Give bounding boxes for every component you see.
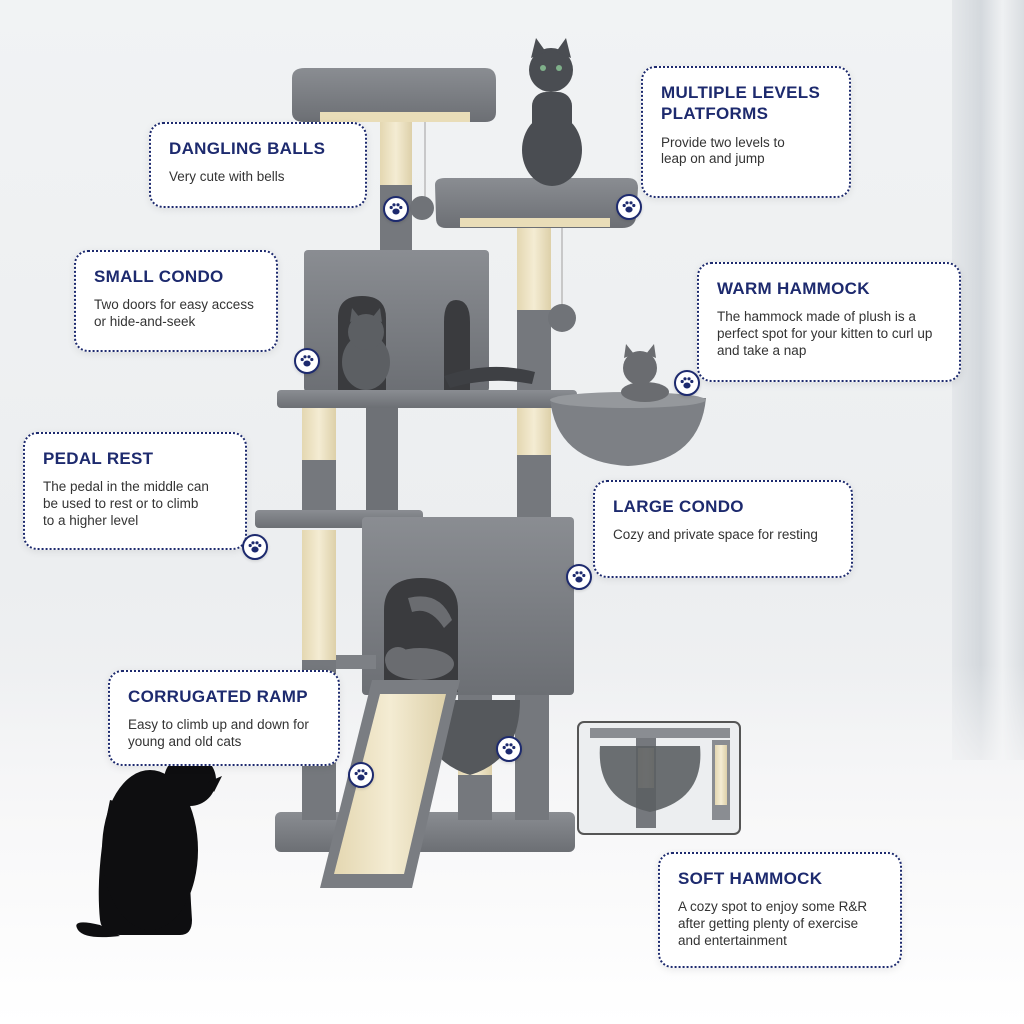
inset-soft-hammock-photo xyxy=(577,721,741,835)
callout-dangling-balls: DANGLING BALLS Very cute with bells xyxy=(149,122,367,208)
callout-desc: The hammock made of plush is a perfect s… xyxy=(717,309,933,358)
cat-large-condo xyxy=(385,596,454,680)
callout-large-condo: LARGE CONDO Cozy and private space for r… xyxy=(593,480,853,578)
callout-desc: The pedal in the middle can be used to r… xyxy=(43,479,209,528)
dangling-ball-top xyxy=(410,196,434,220)
callout-title: CORRUGATED RAMP xyxy=(128,687,308,706)
dangling-ball-mid xyxy=(548,304,576,332)
callout-small-condo: SMALL CONDO Two doors for easy access or… xyxy=(74,250,278,352)
warm-hammock xyxy=(550,398,706,466)
paw-icon xyxy=(502,743,516,755)
callout-title: DANGLING BALLS xyxy=(169,139,326,158)
paw-marker-warm-hammock xyxy=(674,370,700,396)
black-cat xyxy=(76,744,222,938)
callout-title: MULTIPLE LEVELS PLATFORMS xyxy=(661,83,821,124)
callout-title: PEDAL REST xyxy=(43,449,154,468)
callout-title: WARM HAMMOCK xyxy=(717,279,870,298)
paw-icon xyxy=(389,203,403,215)
cat-hammock xyxy=(621,344,669,402)
callout-title: LARGE CONDO xyxy=(613,497,744,516)
paw-icon xyxy=(572,571,586,583)
paw-marker-pedal-rest xyxy=(242,534,268,560)
paw-marker-dangling-balls xyxy=(383,196,409,222)
top-perch xyxy=(292,68,496,122)
cat-small-condo xyxy=(342,308,390,390)
window-curtain xyxy=(952,0,1024,760)
callout-corrugated-ramp: CORRUGATED RAMP Easy to climb up and dow… xyxy=(108,670,340,766)
callout-desc: Cozy and private space for resting xyxy=(613,527,818,543)
mid-perch xyxy=(435,178,638,228)
callout-desc: Easy to climb up and down for young and … xyxy=(128,717,309,750)
cat-top xyxy=(522,38,582,186)
callout-desc: Very cute with bells xyxy=(169,169,285,185)
callout-pedal-rest: PEDAL REST The pedal in the middle can b… xyxy=(23,432,247,550)
post-right-lower xyxy=(515,690,549,820)
callout-multiple-levels: MULTIPLE LEVELS PLATFORMS Provide two le… xyxy=(641,66,851,198)
paw-icon xyxy=(300,355,314,367)
callout-title: SOFT HAMMOCK xyxy=(678,869,823,888)
paw-marker-small-condo xyxy=(294,348,320,374)
paw-marker-large-condo xyxy=(566,564,592,590)
callout-warm-hammock: WARM HAMMOCK The hammock made of plush i… xyxy=(697,262,961,382)
post-center xyxy=(366,400,398,530)
paw-icon xyxy=(622,201,636,213)
paw-icon xyxy=(354,769,368,781)
paw-icon xyxy=(680,377,694,389)
paw-icon xyxy=(248,541,262,553)
callout-desc: Two doors for easy access or hide-and-se… xyxy=(94,297,254,330)
paw-marker-multiple-levels xyxy=(616,194,642,220)
callout-title: SMALL CONDO xyxy=(94,267,224,286)
callout-desc: A cozy spot to enjoy some R&R after gett… xyxy=(678,899,868,948)
callout-desc: Provide two levels to leap on and jump xyxy=(661,134,785,167)
paw-marker-corrugated-ramp xyxy=(348,762,374,788)
middle-platform xyxy=(277,390,577,408)
callout-soft-hammock: SOFT HAMMOCK A cozy spot to enjoy some R… xyxy=(658,852,902,968)
paw-marker-soft-hammock xyxy=(496,736,522,762)
